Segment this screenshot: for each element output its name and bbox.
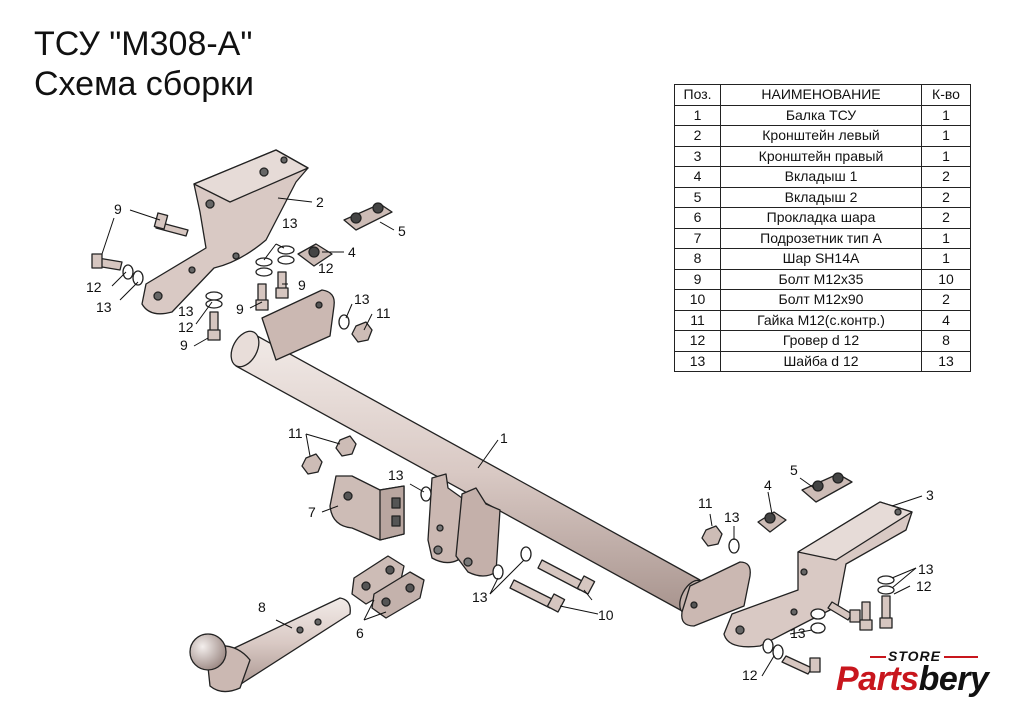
cell-quantity: 2 xyxy=(921,289,971,311)
callout-9-c: 9 xyxy=(298,277,306,293)
cell-quantity: 13 xyxy=(921,350,971,372)
callout-13-f: 13 xyxy=(472,589,488,605)
callout-9-d: 9 xyxy=(180,337,188,353)
bolt-group-left xyxy=(91,212,289,341)
nuts xyxy=(301,321,723,547)
logo-brand-text: Partsbery xyxy=(836,660,989,699)
beam-tube xyxy=(230,330,705,615)
logo-store-line-right xyxy=(944,656,978,658)
callout-5-right: 5 xyxy=(790,462,798,478)
callout-12-b: 12 xyxy=(178,319,194,335)
cell-name: Болт М12х35 xyxy=(720,268,922,290)
callout-4-right: 4 xyxy=(764,477,772,493)
callout-10: 10 xyxy=(598,607,614,623)
leader-lines xyxy=(101,197,923,677)
page-title: ТСУ "М308-А" Схема сборки xyxy=(34,24,254,104)
cell-quantity: 2 xyxy=(921,186,971,208)
logo-brand-part1: Parts xyxy=(836,660,919,698)
callout-7: 7 xyxy=(308,504,316,520)
washers xyxy=(122,245,895,660)
callout-11-c: 11 xyxy=(698,495,713,511)
parts-table-header: Поз. НАИМЕНОВАНИЕ К-во xyxy=(674,84,971,106)
callout-12-d: 12 xyxy=(916,578,932,594)
callout-5-left: 5 xyxy=(398,223,406,239)
callout-6: 6 xyxy=(356,625,364,641)
bracket-left xyxy=(141,149,309,315)
callout-12-c: 12 xyxy=(318,260,334,276)
cell-position: 10 xyxy=(674,289,721,311)
callout-13-i: 13 xyxy=(790,625,806,641)
bolt-group-right xyxy=(781,595,893,675)
beam-left-plate xyxy=(261,289,335,361)
callout-11-a: 11 xyxy=(376,305,391,321)
callout-3: 3 xyxy=(926,487,934,503)
callout-4-left: 4 xyxy=(348,244,356,260)
callout-13-h: 13 xyxy=(918,561,934,577)
logo-store-line-left xyxy=(870,656,886,658)
callout-13-a: 13 xyxy=(96,299,112,315)
callout-labels: 1 2 3 4 4 5 5 6 7 8 9 9 9 9 10 11 11 11 … xyxy=(86,194,934,683)
cell-name: Гайка М12(с.контр.) xyxy=(720,309,922,331)
logo-brand-part2: bery xyxy=(918,660,989,698)
callout-13-g: 13 xyxy=(724,509,740,525)
callout-13-e: 13 xyxy=(388,467,404,483)
partsbery-logo: STORE Partsbery xyxy=(832,648,1012,708)
beam-right-plate xyxy=(681,561,751,627)
logo-store-text: STORE xyxy=(888,648,941,664)
cell-name: Вкладыш 1 xyxy=(720,166,922,188)
callout-12-a: 12 xyxy=(86,279,102,295)
callout-12-e: 12 xyxy=(742,667,758,683)
callout-1: 1 xyxy=(500,430,508,446)
cell-position: 13 xyxy=(674,350,721,372)
cell-name: Прокладка шара xyxy=(720,207,922,229)
beam-ball-plate-left xyxy=(427,473,463,564)
beam-ball-plate-right xyxy=(455,487,501,577)
title-line-subtitle: Схема сборки xyxy=(34,65,254,103)
cell-name: Кронштейн левый xyxy=(720,125,922,147)
callout-9-b: 9 xyxy=(236,301,244,317)
cell-name: Шайба d 12 xyxy=(720,350,922,372)
callout-2: 2 xyxy=(316,194,324,210)
callout-13-c: 13 xyxy=(282,215,298,231)
callout-11-b: 11 xyxy=(288,425,303,441)
cell-name: Болт М12х90 xyxy=(720,289,922,311)
header-position: Поз. xyxy=(674,84,721,106)
bolt-group-long xyxy=(509,559,596,613)
callout-9-a: 9 xyxy=(114,201,122,217)
insert-2-right xyxy=(801,473,853,503)
tow-ball xyxy=(189,633,227,671)
callout-13-b: 13 xyxy=(178,303,194,319)
callout-13-d: 13 xyxy=(354,291,370,307)
callout-8: 8 xyxy=(258,599,266,615)
title-line-model: ТСУ "М308-А" xyxy=(34,25,253,63)
cell-name: Вкладыш 2 xyxy=(720,186,922,208)
